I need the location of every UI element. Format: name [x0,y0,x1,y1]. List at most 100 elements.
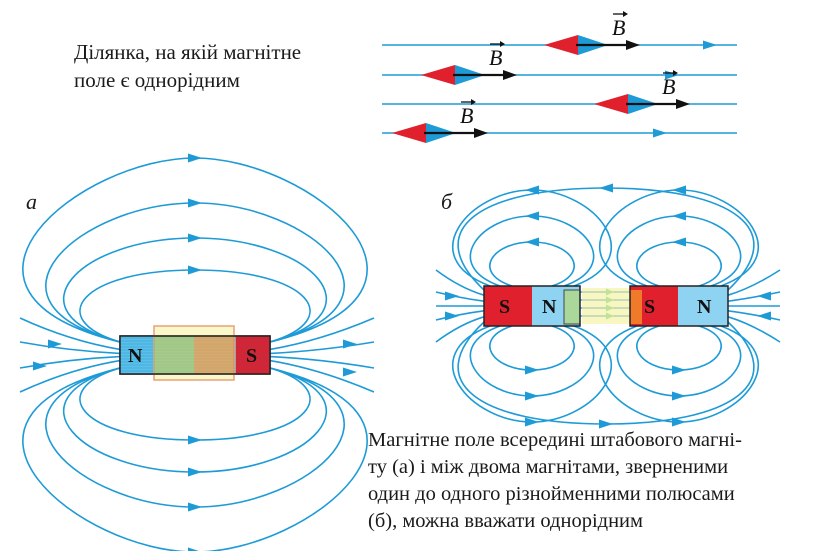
field-line-upper [45,202,345,343]
top-caption: Ділянка, на якій магнітне поле є однорід… [74,38,301,94]
field-arrow [188,467,202,477]
field-arrow [525,211,539,221]
bottom-caption: Магнітне поле всередині штабового магні-… [368,427,742,535]
vector-b-overbar-tip [500,41,505,47]
field-lines-b [435,183,781,429]
field-arrow [672,237,686,247]
field-line-upper [616,215,742,287]
field-arrow [672,211,686,221]
field-arrow [525,365,539,375]
top-caption-line-1: Ділянка, на якій магнітне [74,40,302,64]
field-arrow [599,183,613,193]
field-arrow [445,291,459,301]
field-line-end-left [19,341,121,355]
field-line-upper [489,241,575,287]
field-line-upper [22,157,368,343]
field-line-lower [62,367,328,473]
vector-b-overbar-tip [471,99,476,105]
field-arrow [445,311,459,321]
bar-magnet-field-diagram: N S [19,153,375,551]
north-pole-block [120,336,154,374]
field-arrow [672,185,686,195]
north-label-a: N [128,345,143,367]
field-arrow [188,233,202,243]
field-arrow [188,435,202,445]
field-arrow [188,198,202,208]
south-label-left: S [499,296,510,318]
vector-b-arrowhead [626,40,640,50]
field-line-upper [469,215,595,287]
bottom-caption-line-1: Магнітне поле всередині штабового магні- [368,429,742,451]
south-label-a: S [246,345,257,367]
south-label-right: S [644,296,655,318]
uniform-field-lines [382,40,737,138]
field-arrow [653,128,667,138]
field-line-end-left [435,291,485,302]
compass-needle: B [544,11,640,55]
magnet-outline [483,285,581,327]
field-line-end-right [727,310,781,321]
field-line-upper [636,241,722,287]
bottom-caption-line-3: один до одного різнойменними полюсами [368,483,735,505]
field-line-outer-lower [457,321,755,425]
magnet-outline [629,285,729,327]
right-magnet: S N [629,285,729,327]
field-arrow [188,153,202,163]
field-line-outer-upper [457,187,755,291]
uniform-zone-a [153,325,235,381]
field-line-lower [469,325,595,397]
top-caption-line-2: поле є однорідним [74,68,240,92]
field-arrow [599,419,613,429]
left-magnet: S N [483,285,581,327]
field-line-end-right [727,291,781,302]
field-arrow [343,367,357,377]
field-arrow [672,365,686,375]
south-pole-strip [630,290,642,324]
field-line-end-left [435,310,485,321]
figure-label-a: а [26,189,37,214]
field-line-end-right [727,316,781,343]
uniform-zone-b [582,288,630,324]
field-line-end-right [269,359,375,393]
field-arrow [188,502,202,512]
north-pole-block [678,286,728,326]
north-label-left: N [542,296,557,318]
needle-red-half [421,65,455,85]
field-line-end-right [269,317,375,351]
compass-needle: B [392,99,488,143]
field-arrow [672,391,686,401]
field-arrow [343,339,357,349]
field-arrow [525,391,539,401]
vector-b-label: B [662,74,675,99]
vector-b-label: B [460,103,473,128]
field-line-end-right [269,341,375,355]
needle-red-half [594,94,628,114]
south-pole-block [236,336,270,374]
field-arrow [525,417,539,427]
compass-needle: B [421,41,517,85]
field-line-end-right [727,269,781,296]
south-pole-block [484,286,532,326]
compass-needle: B [594,70,690,114]
field-arrow [525,237,539,247]
field-line-lower [636,325,722,371]
field-arrow [188,265,202,275]
bottom-caption-line-2: ту (а) і між двома магнітами, зверненими [368,456,729,478]
inner-orange-band [194,336,234,374]
needle-red-half [544,35,578,55]
field-line-end-left [19,355,121,369]
field-arrow [672,417,686,427]
field-lines-a [19,153,375,551]
field-arrow [757,291,771,301]
field-line-end-right [269,355,375,369]
field-line-lower [489,325,575,371]
field-line-lower [22,367,368,551]
vector-b-label: B [612,15,625,40]
vector-b-overbar-tip [673,70,678,76]
field-line-lower [616,325,742,397]
field-arrow [703,40,717,50]
vector-b-overbar-tip [623,11,628,17]
north-label-right: N [697,296,712,318]
bottom-caption-line-4: (б), можна вважати однорідним [368,510,643,532]
